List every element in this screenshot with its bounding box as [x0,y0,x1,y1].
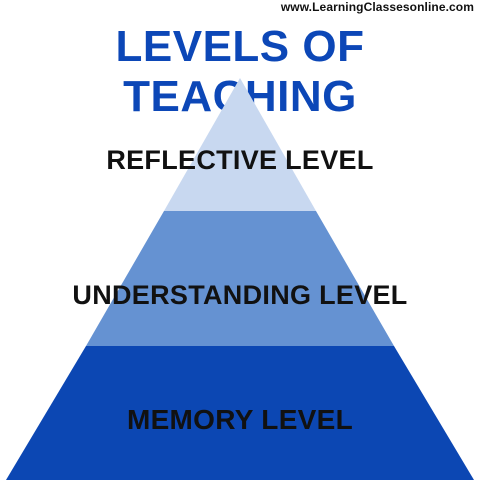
level-label-reflective: REFLECTIVE LEVEL [106,145,374,175]
level-label-memory: MEMORY LEVEL [126,404,354,435]
pyramid-tier-memory [6,346,474,480]
pyramid-tier-reflective [164,78,316,211]
pyramid-tier-understanding [86,211,394,346]
site-url: www.LearningClassesonline.com [280,0,474,14]
level-label-understanding: UNDERSTANDING LEVEL [72,280,408,310]
